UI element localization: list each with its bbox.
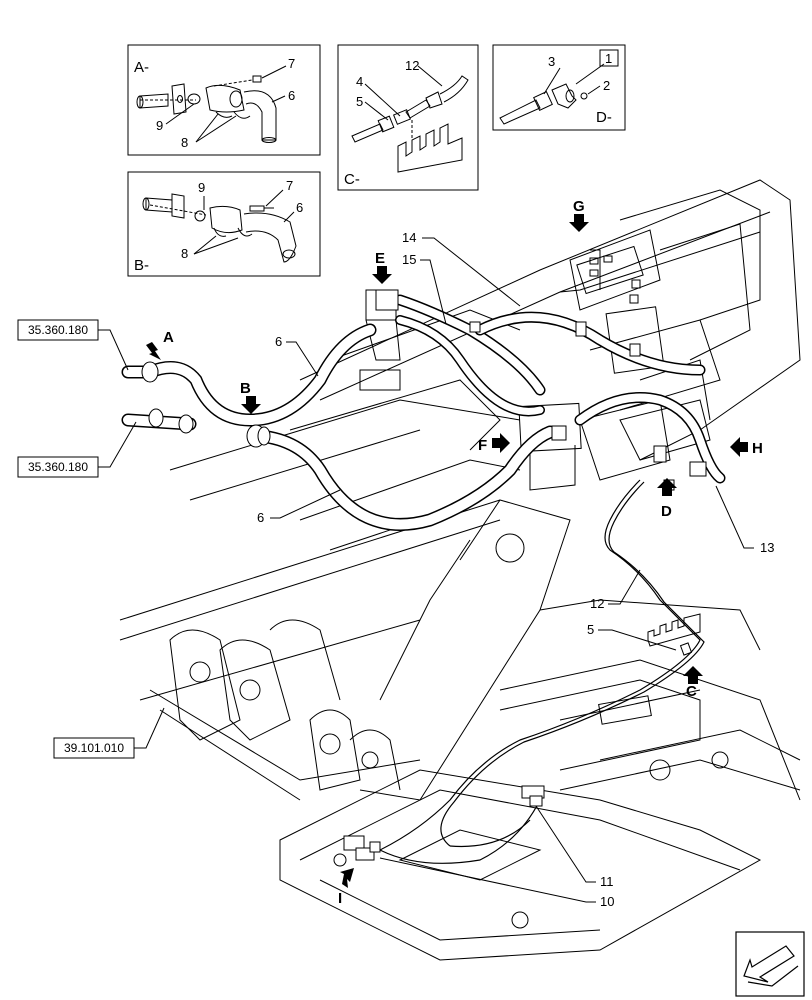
inset-b-callout-6: 6 bbox=[296, 200, 303, 215]
view-label-c: C bbox=[686, 683, 697, 700]
inset-d-box bbox=[599, 49, 619, 67]
inset-b-callout-7: 7 bbox=[286, 178, 293, 193]
inset-d-callout-2: 2 bbox=[603, 78, 610, 93]
view-arrows bbox=[146, 214, 748, 888]
inset-a-callout-8: 8 bbox=[181, 135, 188, 150]
callout-15: 15 bbox=[402, 252, 416, 267]
direction-arrow-icon bbox=[735, 931, 805, 997]
inset-c-callout-4: 4 bbox=[356, 74, 363, 89]
reference-boxes: 35.360.180 35.360.180 39.101.010 bbox=[17, 319, 165, 759]
inset-a-callout-6: 6 bbox=[288, 88, 295, 103]
inset-b: B- 9 7 6 8 bbox=[127, 171, 321, 277]
inset-c: C- 12 4 5 bbox=[337, 44, 479, 191]
inset-b-callout-8: 8 bbox=[181, 246, 188, 261]
reference-box-35-360-180-upper: 35.360.180 bbox=[28, 323, 88, 337]
inset-a-callout-7: 7 bbox=[288, 56, 295, 71]
callout-14: 14 bbox=[402, 230, 416, 245]
callout-11: 11 bbox=[600, 874, 614, 889]
view-label-a: A bbox=[163, 329, 174, 346]
inset-c-callout-12: 12 bbox=[405, 58, 419, 73]
inset-d-callout-1: 1 bbox=[605, 51, 612, 66]
inset-a-callout-9: 9 bbox=[156, 118, 163, 133]
inset-d-callout-3: 3 bbox=[548, 54, 555, 69]
callout-10: 10 bbox=[600, 894, 614, 909]
machine-structure bbox=[119, 179, 801, 961]
callout-6-upper: 6 bbox=[275, 334, 282, 349]
reference-box-39-101-010: 39.101.010 bbox=[64, 741, 124, 755]
view-label-d: D bbox=[661, 503, 672, 520]
callout-13: 13 bbox=[760, 540, 774, 555]
inset-d-tag: D- bbox=[596, 109, 612, 126]
callout-6-lower: 6 bbox=[257, 510, 264, 525]
inset-a-tag: A- bbox=[134, 59, 149, 76]
view-label-e: E bbox=[375, 250, 385, 267]
inset-b-callout-9: 9 bbox=[198, 180, 205, 195]
hoses bbox=[121, 294, 726, 531]
callout-leaders bbox=[270, 237, 754, 903]
view-label-g: G bbox=[573, 198, 585, 215]
view-label-h: H bbox=[752, 440, 763, 457]
callout-5: 5 bbox=[587, 622, 594, 637]
view-label-i: I bbox=[338, 890, 342, 907]
inset-c-callout-5: 5 bbox=[356, 94, 363, 109]
inset-a: A- 7 6 9 8 bbox=[127, 44, 321, 156]
callout-12: 12 bbox=[590, 596, 604, 611]
inset-b-tag: B- bbox=[134, 257, 149, 274]
view-label-f: F bbox=[478, 437, 487, 454]
reference-box-35-360-180-lower: 35.360.180 bbox=[28, 460, 88, 474]
inset-d: D- 3 1 2 bbox=[492, 44, 626, 131]
view-label-b: B bbox=[240, 380, 251, 397]
inset-c-tag: C- bbox=[344, 171, 360, 188]
electrical-cable bbox=[349, 479, 705, 864]
fittings bbox=[141, 289, 707, 656]
connectors bbox=[343, 785, 545, 861]
